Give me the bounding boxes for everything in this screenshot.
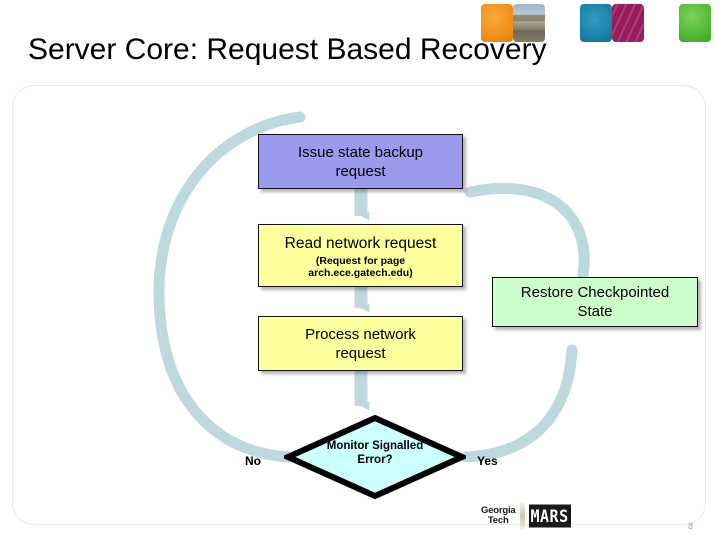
node-sublabel-line2: arch.ece.gatech.edu) <box>308 267 413 279</box>
node-issue-state-backup[interactable]: Issue state backup request <box>258 134 463 189</box>
branch-label-yes: Yes <box>477 454 498 468</box>
georgia-tech-line1: Georgia <box>481 505 516 516</box>
node-monitor-signalled-error[interactable]: Monitor Signalled Error? <box>284 414 466 500</box>
node-sublabel-line1: (Request for page <box>315 254 406 267</box>
node-label-line2: request <box>335 344 386 362</box>
decision-label-line1: Monitor Signalled <box>326 440 424 452</box>
branch-label-no: No <box>245 454 261 468</box>
node-label-line2: request <box>335 162 386 180</box>
diamond-shape <box>284 414 466 500</box>
content-frame <box>12 85 706 525</box>
node-label-line1: Read network request <box>284 234 437 252</box>
photo-square-icon <box>513 4 545 42</box>
node-label-line1: Issue state backup <box>297 143 424 161</box>
footer-logos: Georgia Tech MARS <box>481 503 571 529</box>
node-restore-checkpointed-state[interactable]: Restore Checkpointed State <box>492 277 698 327</box>
orange-square-icon <box>481 4 513 42</box>
arrow-restore-to-issue <box>464 182 590 281</box>
mars-logo: MARS <box>528 504 571 528</box>
teal-square-icon <box>580 4 612 42</box>
magenta-square-icon <box>612 4 644 42</box>
decision-label-line2: Error? <box>357 454 393 466</box>
node-label-line1: Restore Checkpointed <box>520 284 670 301</box>
node-label-line1: Process network <box>305 325 416 343</box>
georgia-tech-logo: Georgia Tech <box>481 506 516 526</box>
slide-title: Server Core: Request Based Recovery <box>28 33 547 66</box>
page-number: 8 <box>688 521 694 531</box>
node-read-network-request[interactable]: Read network request (Request for page a… <box>258 224 463 287</box>
arrow-yes-to-restore <box>460 344 578 463</box>
georgia-tech-line2: Tech <box>487 515 509 526</box>
green-square-icon <box>679 4 711 42</box>
logo-divider <box>519 503 525 529</box>
node-label-line2: State <box>577 303 613 320</box>
arrow-no-loopback <box>153 111 306 463</box>
decision-label: Monitor Signalled Error? <box>284 414 466 500</box>
node-process-network-request[interactable]: Process network request <box>258 316 463 371</box>
